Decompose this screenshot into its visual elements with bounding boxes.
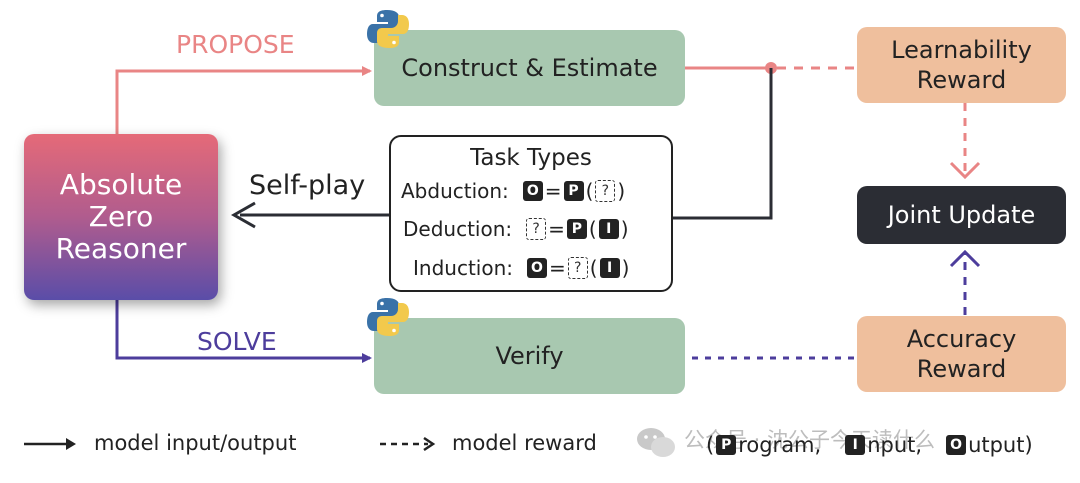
verify-label: Verify (495, 342, 564, 370)
solve-label: SOLVE (197, 327, 277, 356)
legend-solid-label: model input/output (94, 431, 297, 455)
accuracy-reward-box: Accuracy Reward (857, 316, 1066, 392)
symbol-key: ( P rogram, I nput, O utput) (706, 433, 1033, 457)
program-symbol: P (563, 181, 584, 201)
reasoner-line-3: Reasoner (55, 232, 187, 265)
input-symbol: I (598, 219, 619, 239)
learnability-reward-box: Learnability Reward (857, 27, 1066, 103)
legend-solid-arrowhead (66, 438, 76, 450)
absolute-zero-reasoner-box: Absolute Zero Reasoner (24, 134, 218, 300)
task-row-abduction: Abduction: O = P (?) (401, 179, 626, 203)
output-symbol: O (946, 435, 967, 455)
python-icon (367, 10, 409, 48)
equals-sign: = (549, 256, 566, 280)
joint-update-box: Joint Update (857, 186, 1066, 244)
task-types-box: Task Types Abduction: O = P (?) Deductio… (389, 135, 673, 292)
task-name: Deduction: (403, 217, 513, 241)
verify-box: Verify (374, 318, 685, 394)
program-symbol: P (566, 219, 587, 239)
propose-label: PROPOSE (176, 30, 295, 59)
feedback-line (669, 68, 773, 220)
solve-arrow (115, 300, 372, 363)
learnability-line-2: Reward (916, 66, 1007, 94)
accuracy-line-1: Accuracy (906, 325, 1017, 353)
input-symbol: I (845, 435, 866, 455)
unknown-symbol: ? (595, 180, 616, 202)
equals-sign: = (548, 217, 565, 241)
output-symbol: O (522, 181, 543, 201)
learnability-line-1: Learnability (891, 36, 1032, 64)
construct-estimate-box: Construct & Estimate (374, 30, 685, 106)
python-icon (367, 298, 409, 336)
legend-dashed-arrowhead (423, 436, 436, 452)
learnability-to-joint-head (949, 161, 981, 180)
unknown-symbol: ? (567, 257, 588, 279)
legend-dashed-label: model reward (452, 431, 597, 455)
wechat-icon (637, 428, 675, 457)
equals-sign: = (544, 179, 562, 203)
reasoner-line-1: Absolute (59, 168, 183, 201)
input-text: nput, (867, 433, 923, 457)
reasoner-line-2: Zero (88, 200, 154, 233)
input-symbol: I (599, 258, 620, 278)
key-open-paren: ( (706, 433, 715, 457)
task-types-title: Task Types (470, 145, 592, 171)
output-symbol: O (527, 258, 547, 278)
task-row-induction: Induction: O = ? (I) (413, 256, 630, 280)
construct-label: Construct & Estimate (401, 54, 658, 82)
selfplay-label: Self-play (249, 170, 366, 201)
joint-update-label: Joint Update (887, 201, 1036, 229)
program-text: rogram, (738, 433, 822, 457)
task-row-deduction: Deduction: ? = P (I) (403, 217, 629, 241)
output-text: utput) (968, 433, 1033, 457)
selfplay-arrowhead (230, 201, 256, 229)
unknown-symbol: ? (526, 218, 547, 240)
task-name: Induction: (413, 256, 513, 280)
program-symbol: P (716, 435, 737, 455)
task-name: Abduction: (401, 179, 509, 203)
propose-arrow (115, 66, 372, 134)
accuracy-to-joint-head (949, 249, 981, 268)
accuracy-line-2: Reward (916, 355, 1007, 383)
